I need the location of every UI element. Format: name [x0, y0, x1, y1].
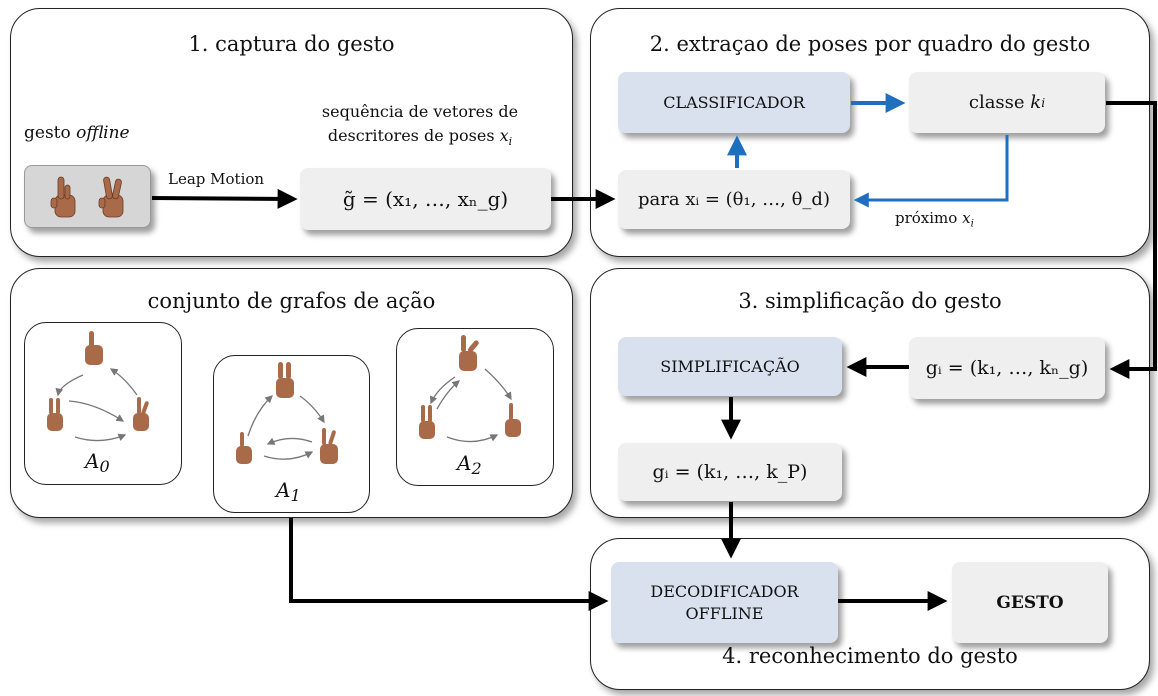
action-graph-2: A2 — [396, 328, 554, 486]
simplification-output-box: gᵢ = (k₁, …, k_P) — [618, 443, 842, 501]
graph-0-drawing — [47, 331, 149, 442]
simplification-input-box: gᵢ = (k₁, …, kₙ_g) — [909, 337, 1105, 399]
leap-motion-label: Leap Motion — [168, 170, 265, 188]
panel-extraction-title: 2. extraçao de poses por quadro do gesto — [649, 32, 1091, 56]
graph-1-drawing — [236, 362, 338, 464]
pose-hand-icon — [85, 331, 103, 365]
graph-2-drawing — [419, 335, 521, 443]
simplification-box: SIMPLIFICAÇÃO — [618, 337, 842, 396]
offline-decoder-box: DECODIFICADOR OFFLINE — [611, 562, 838, 643]
pose-hand-icon — [133, 397, 149, 431]
pose-hand-icon — [276, 362, 294, 398]
hand-icons — [50, 176, 124, 218]
sequence-description: sequência de vetores de descritores de p… — [321, 102, 519, 148]
hand-icon — [50, 176, 76, 218]
gesture-result-box: GESTO — [952, 562, 1108, 643]
loop-formula-box: para xᵢ = (θ₁, …, θ_d) — [618, 170, 850, 229]
panel-action-graphs-title: conjunto de grafos de ação — [147, 289, 436, 313]
pose-hand-icon — [419, 405, 435, 439]
panel-recognition-title: 4. reconhecimento do gesto — [722, 644, 1018, 668]
next-pose-label: próximo xi — [895, 209, 974, 230]
pose-hand-icon — [459, 335, 479, 371]
hand-icon — [98, 176, 124, 218]
arrow-graphs-to-decoder — [289, 518, 609, 611]
offline-gesture-label: gesto offline — [24, 123, 130, 143]
action-graph-0: A0 — [24, 322, 182, 485]
action-graph-1: A1 — [213, 355, 370, 513]
pose-hand-icon — [236, 432, 252, 464]
pose-hand-icon — [47, 398, 63, 431]
offline-gesture-image — [24, 165, 151, 228]
sequence-formula-box: g̃ = (x₁, …, xₙ_g) — [300, 168, 551, 230]
pose-hand-icon — [505, 403, 521, 437]
graph-label-1: A1 — [276, 478, 301, 505]
panel-simplification-title: 3. simplificação do gesto — [738, 289, 1002, 313]
classifier-box: CLASSIFICADOR — [618, 72, 850, 133]
panel-capture-title: 1. captura do gesto — [188, 32, 395, 56]
pose-hand-icon — [320, 428, 338, 464]
graph-label-2: A2 — [457, 451, 482, 478]
graph-label-0: A0 — [85, 449, 110, 476]
